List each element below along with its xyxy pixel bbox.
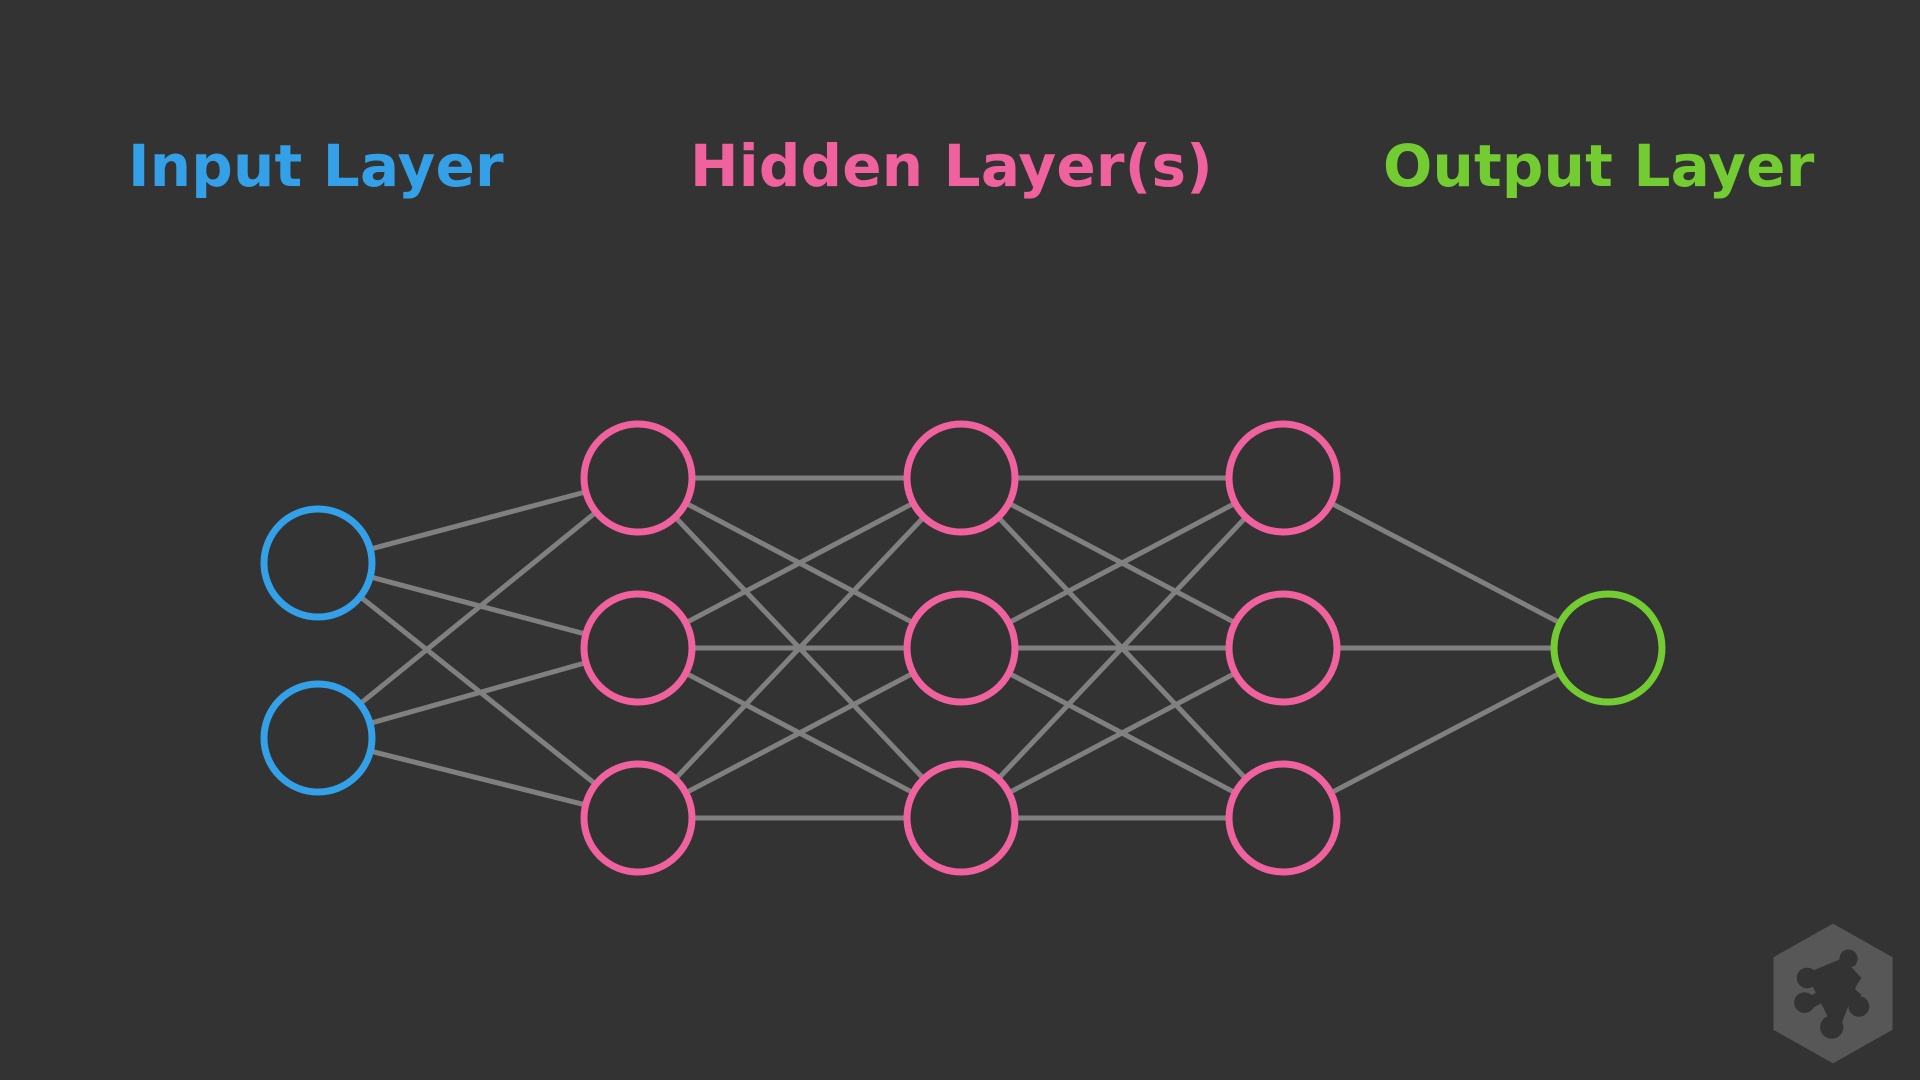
neuron-node-input-1 [260, 505, 376, 621]
connection-edges [357, 475, 1563, 821]
neuron-node-hidden-3-2 [1225, 590, 1341, 706]
neuron-node-output-1 [1550, 590, 1666, 706]
neuron-node-input-2 [260, 680, 376, 796]
connection-edge [367, 489, 589, 552]
neuron-node-hidden-1-1 [580, 420, 696, 536]
connection-edge [367, 660, 589, 726]
treehouse-hexagon-logo-icon [1773, 923, 1893, 1064]
connection-edge [367, 748, 589, 808]
neuron-node-hidden-3-1 [1225, 420, 1341, 536]
connection-edge [672, 514, 927, 782]
connection-edge [995, 514, 1249, 782]
connection-edge [357, 509, 599, 707]
neuron-node-hidden-2-3 [903, 760, 1019, 876]
connection-edge [683, 670, 916, 796]
neuron-node-hidden-3-3 [1225, 760, 1341, 876]
watermark-neuron-glyph [1794, 949, 1870, 1039]
neuron-node-hidden-2-1 [903, 420, 1019, 536]
connection-edge [1328, 670, 1563, 796]
neuron-nodes [260, 420, 1666, 876]
connection-edge [1328, 500, 1563, 626]
connection-edge [1006, 670, 1238, 796]
neuron-node-hidden-2-2 [903, 590, 1019, 706]
connection-edge [683, 500, 916, 626]
neuron-node-hidden-1-2 [580, 590, 696, 706]
neuron-node-hidden-1-3 [580, 760, 696, 876]
connection-edge [1006, 500, 1238, 626]
